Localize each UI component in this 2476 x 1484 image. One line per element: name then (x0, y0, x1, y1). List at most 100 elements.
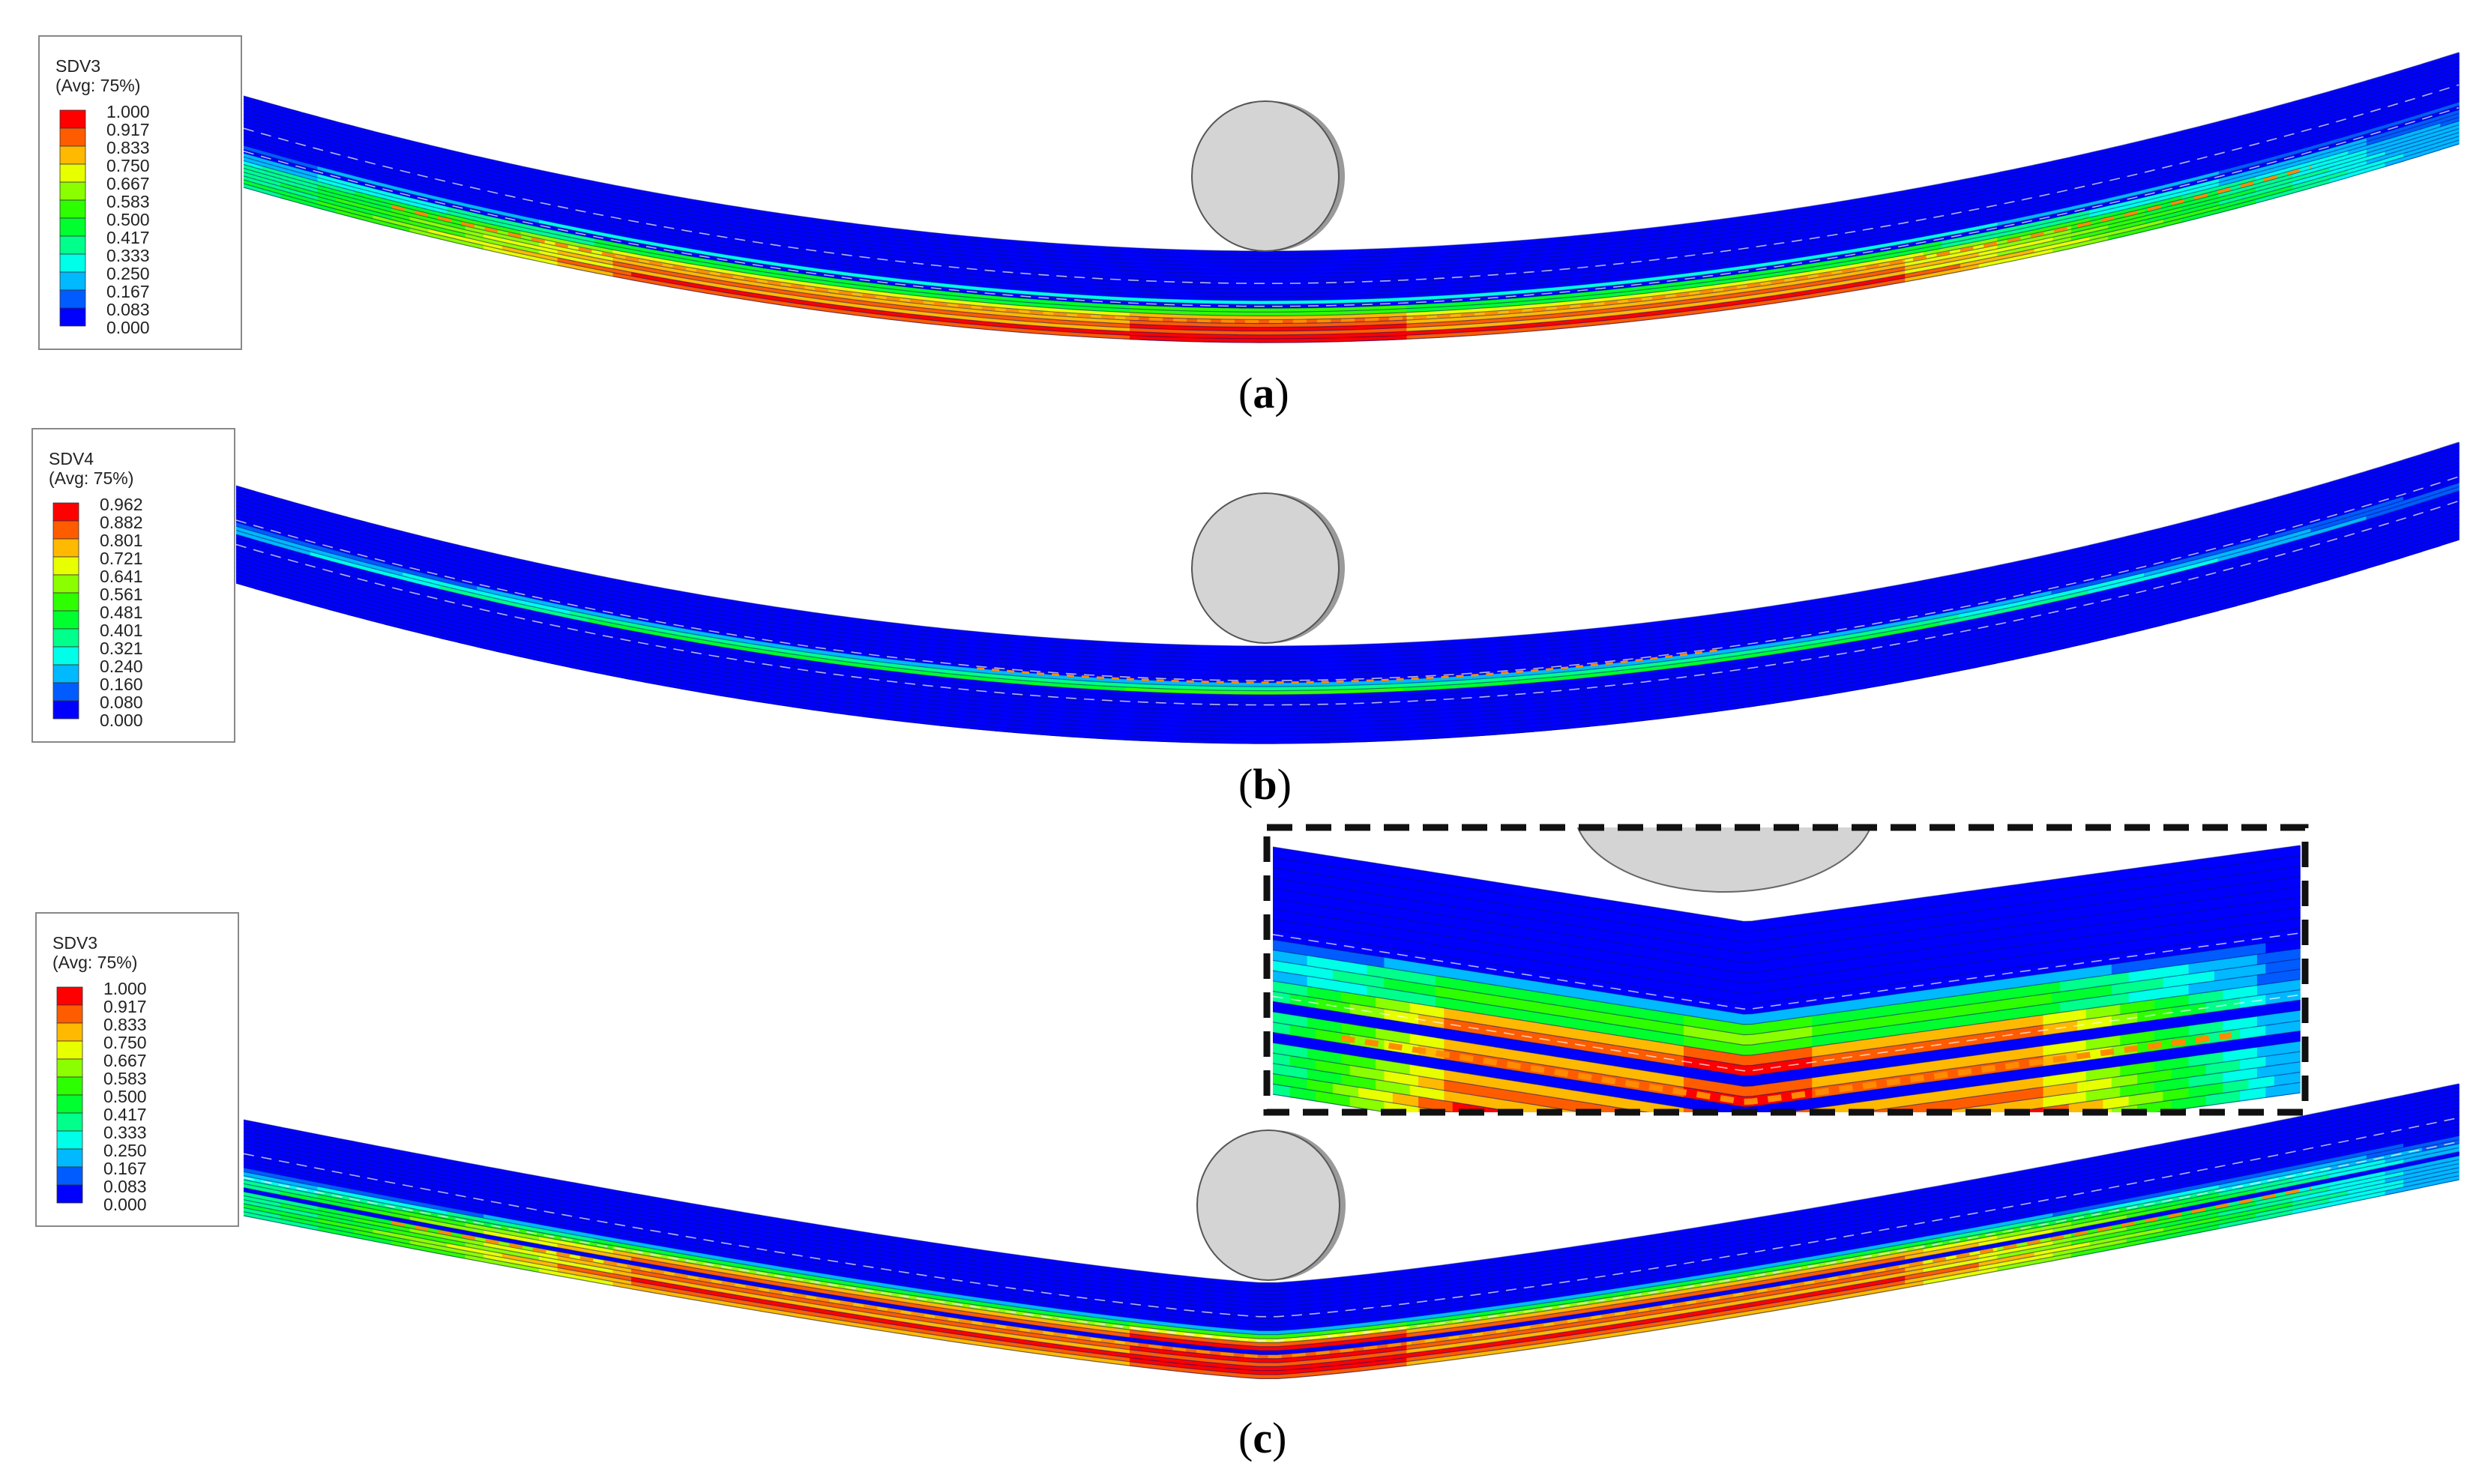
element-strip (594, 204, 614, 212)
element-strip (373, 176, 392, 186)
element-strip (262, 166, 282, 176)
element-strip (262, 135, 282, 145)
element-strip (852, 288, 873, 295)
element-strip (317, 127, 337, 138)
element-strip (816, 298, 835, 306)
element-strip (871, 286, 891, 294)
element-strip (501, 188, 522, 197)
legend-tick: 0.667 (106, 174, 150, 193)
element-strip (1277, 285, 1297, 290)
legend-tick: 0.321 (100, 639, 143, 658)
element-strip (298, 118, 319, 129)
element-strip (705, 274, 725, 282)
element-strip (816, 291, 835, 298)
element-strip (446, 164, 466, 173)
element-strip (262, 154, 282, 164)
element-strip (484, 172, 503, 182)
element-strip (280, 118, 300, 127)
legend-swatch (59, 217, 86, 237)
element-strip (298, 157, 319, 167)
element-strip (1222, 273, 1241, 279)
element-strip (298, 134, 319, 144)
element-strip (705, 250, 725, 259)
element-strip (557, 235, 577, 243)
element-strip (852, 242, 873, 250)
element-strip (852, 261, 873, 268)
element-strip (501, 219, 522, 228)
element-strip (520, 230, 540, 239)
element-strip (1259, 277, 1278, 283)
element-strip (539, 204, 558, 213)
element-strip (816, 256, 835, 264)
element-strip (779, 262, 798, 270)
laminate-beam-a (243, 52, 2460, 343)
element-strip (723, 277, 743, 285)
element-strip (631, 211, 651, 220)
element-strip (668, 244, 687, 253)
element-strip (280, 106, 300, 116)
element-strip (741, 265, 762, 272)
element-strip (1277, 308, 1297, 313)
element-strip (428, 190, 448, 199)
element-strip (760, 283, 780, 290)
element-strip (576, 238, 595, 247)
element-strip (298, 149, 319, 160)
legend-tick: 0.250 (106, 264, 150, 283)
legend-tick: 0.000 (100, 711, 143, 730)
element-strip (1277, 274, 1297, 279)
element-strip (280, 167, 300, 177)
element-strip (1203, 273, 1223, 278)
element-strip (317, 173, 337, 184)
element-strip (336, 167, 355, 177)
element-strip (705, 201, 725, 209)
element-strip (594, 208, 614, 216)
element-strip (649, 196, 669, 204)
element-strip (779, 240, 798, 247)
element-strip (741, 245, 762, 253)
element-strip (687, 229, 706, 237)
element-strip (336, 197, 355, 207)
element-strip (391, 208, 411, 217)
element-strip (336, 193, 355, 203)
element-strip (336, 190, 355, 199)
legend-swatch (59, 127, 86, 147)
element-strip (373, 154, 392, 163)
element-strip (446, 153, 466, 162)
element-strip (594, 215, 614, 224)
legend-tick: 0.083 (106, 300, 150, 319)
element-strip (391, 169, 411, 179)
element-strip (409, 201, 430, 211)
element-strip (871, 226, 891, 232)
element-strip (557, 189, 577, 197)
element-strip (612, 215, 632, 223)
element-strip (779, 228, 798, 236)
element-strip (779, 255, 798, 262)
element-strip (520, 200, 540, 209)
element-strip (852, 273, 873, 280)
element-strip (1222, 338, 1241, 343)
legend-tick: 0.080 (100, 693, 143, 712)
element-strip (446, 225, 466, 235)
element-strip (1240, 323, 1260, 328)
element-strip (354, 195, 374, 205)
element-strip (1222, 254, 1241, 259)
element-strip (373, 214, 392, 224)
element-strip (687, 278, 706, 286)
element-strip (687, 282, 706, 290)
element-strip (834, 247, 854, 255)
element-strip (741, 283, 762, 292)
element-strip (1222, 289, 1241, 294)
element-strip (834, 286, 854, 293)
element-strip (612, 272, 632, 280)
element-strip (612, 188, 632, 197)
legend-a: SDV3 (Avg: 75%) 1.000 0.917 0.833 0.750 … (38, 35, 242, 350)
element-strip (520, 223, 540, 232)
element-strip (1222, 304, 1241, 309)
element-strip (779, 301, 798, 308)
element-strip (668, 233, 687, 241)
element-strip (668, 256, 687, 264)
element-strip (465, 153, 484, 163)
element-strip (446, 149, 466, 158)
element-strip (484, 203, 503, 212)
element-strip (760, 222, 780, 229)
